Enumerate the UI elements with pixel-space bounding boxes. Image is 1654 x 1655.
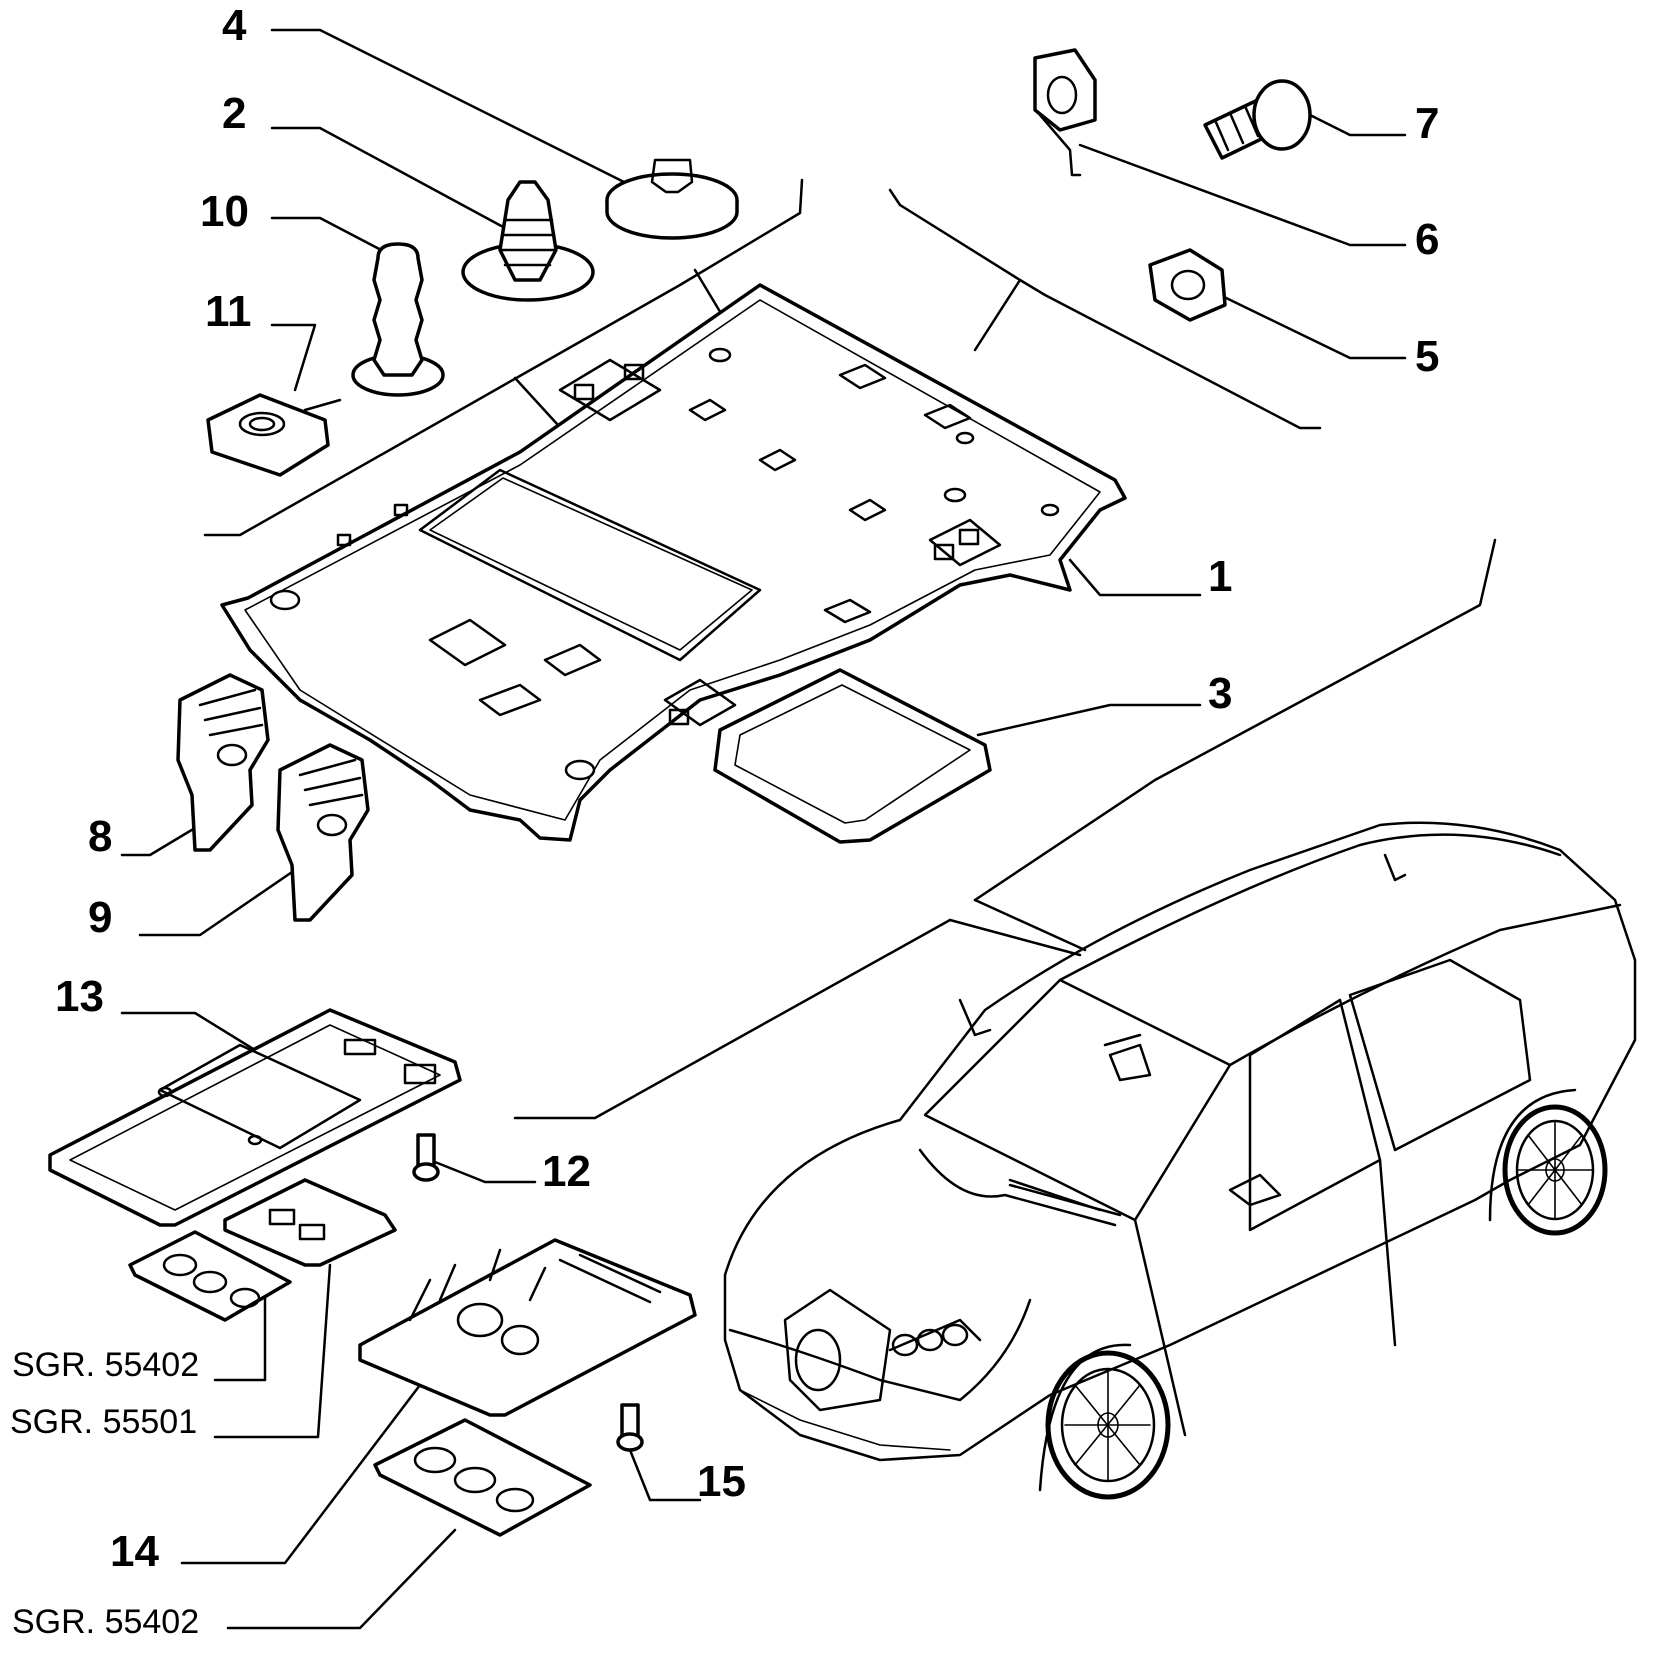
callout-13: 13 (55, 972, 104, 1021)
headliner-part-1 (220, 283, 1127, 842)
cage-nut-part-6 (1033, 48, 1097, 177)
screw-part-12 (412, 1133, 440, 1182)
reference-sgr-55402-top: SGR. 55402 (12, 1346, 200, 1384)
callout-4: 4 (222, 1, 247, 50)
clip-part-11 (206, 393, 342, 477)
callout-14: 14 (110, 1527, 159, 1576)
leader-lines (120, 28, 1407, 1630)
console-part-13 (48, 1008, 462, 1227)
callout-2: 2 (222, 89, 247, 138)
callout-10: 10 (200, 187, 249, 236)
reference-sgr-55402-bottom: SGR. 55402 (12, 1603, 200, 1641)
bracket-part-9 (276, 743, 370, 922)
reference-sgr-55501: SGR. 55501 (10, 1403, 198, 1441)
callout-6: 6 (1415, 215, 1440, 264)
bolt-part-7 (1203, 79, 1312, 160)
lamp-housing-part-14 (358, 1238, 697, 1417)
clip-part-2 (461, 180, 595, 302)
callout-3: 3 (1208, 669, 1233, 718)
sunroof-frame-part-3 (713, 668, 992, 844)
callout-1: 1 (1208, 552, 1233, 601)
pad-part-4 (605, 158, 739, 240)
nut-part-5 (1148, 248, 1227, 322)
stud-part-10 (351, 242, 445, 397)
car-illustration (723, 821, 1637, 1500)
callout-12: 12 (542, 1147, 591, 1196)
lens-cover-sgr-55501 (223, 1178, 397, 1267)
callout-11: 11 (205, 287, 252, 336)
lens-cover-sgr-55402-b (373, 1418, 592, 1537)
callout-9: 9 (88, 893, 113, 942)
lens-cover-sgr-55402-a (128, 1230, 292, 1322)
callout-15: 15 (697, 1457, 746, 1506)
screw-part-15 (616, 1403, 644, 1452)
callout-8: 8 (88, 812, 113, 861)
callout-5: 5 (1415, 332, 1440, 381)
callout-7: 7 (1415, 99, 1440, 148)
bracket-part-8 (176, 673, 270, 852)
